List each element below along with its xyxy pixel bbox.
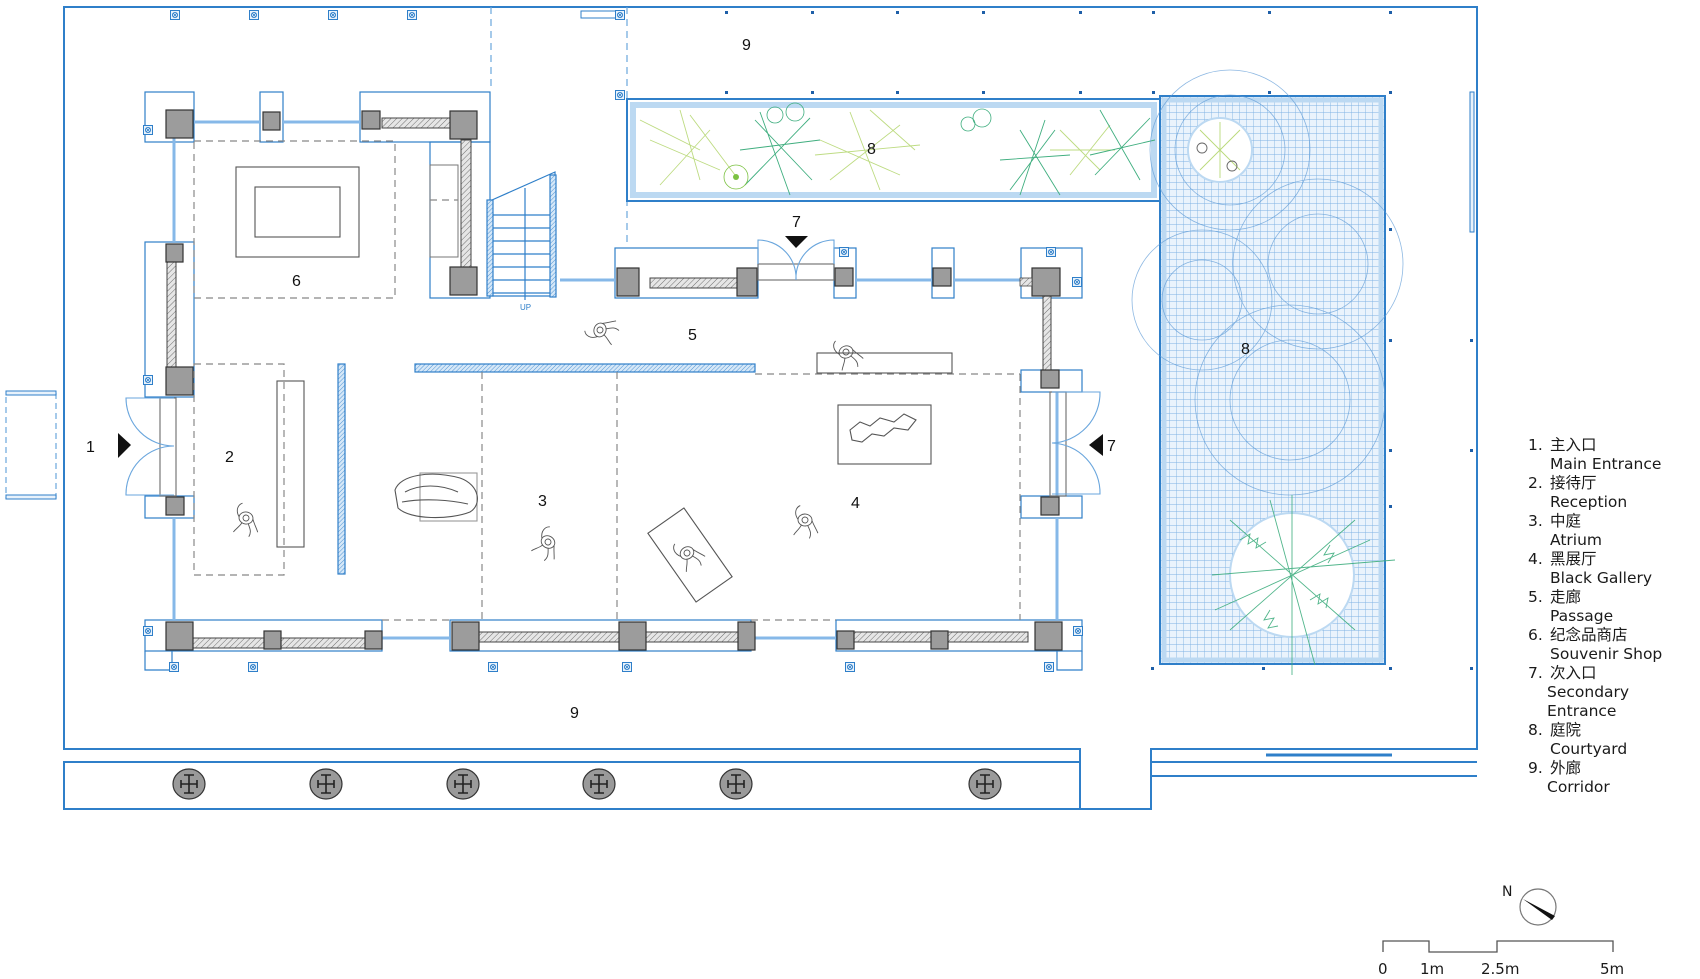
entry-window bbox=[5, 390, 57, 500]
label-corridor-bottom: 9 bbox=[570, 705, 579, 722]
north-arrow bbox=[1519, 888, 1557, 926]
legend-zh: 庭院 bbox=[1550, 721, 1582, 739]
legend-item: 8. 庭院 Courtyard bbox=[1528, 721, 1700, 759]
glass-walls bbox=[172, 120, 1059, 640]
label-passage: 5 bbox=[688, 327, 697, 344]
legend-item: 4. 黑展厅 Black Gallery bbox=[1528, 550, 1700, 588]
legend-number: 4. bbox=[1528, 550, 1543, 568]
legend-number: 7. bbox=[1528, 664, 1543, 682]
label-black-gallery: 4 bbox=[851, 495, 860, 512]
label-planter: 8 bbox=[867, 141, 876, 158]
room-labels: 1 2 3 4 5 6 7 7 8 8 9 9 bbox=[86, 37, 1250, 722]
label-secondary-entrance-top: 7 bbox=[792, 214, 801, 231]
partition-wall-long bbox=[414, 363, 756, 373]
legend-en: Souvenir Shop bbox=[1550, 645, 1663, 663]
legend-zh: 外廊 bbox=[1550, 759, 1582, 777]
legend-number: 1. bbox=[1528, 436, 1543, 454]
planter-bed bbox=[626, 98, 1161, 202]
label-secondary-entrance-right: 7 bbox=[1107, 438, 1116, 455]
legend-en: Courtyard bbox=[1550, 740, 1628, 758]
legend-en: Atrium bbox=[1550, 531, 1603, 549]
top-markers bbox=[170, 10, 625, 100]
legend-number: 9. bbox=[1528, 759, 1543, 777]
label-courtyard: 8 bbox=[1241, 341, 1250, 358]
legend-zh: 中庭 bbox=[1550, 512, 1582, 530]
label-reception: 2 bbox=[225, 449, 234, 466]
label-main-entrance: 1 bbox=[86, 439, 95, 456]
secondary-entrance-door-top bbox=[757, 239, 835, 281]
scale-tick-1m: 1m bbox=[1420, 960, 1445, 978]
legend-item: 1. 主入口 Main Entrance bbox=[1528, 436, 1700, 474]
legend: 1. 主入口 Main Entrance 2. 接待厅 Reception 3. 中庭… bbox=[1528, 436, 1700, 797]
scale-bar bbox=[1382, 940, 1614, 953]
scale-tick-0: 0 bbox=[1378, 960, 1388, 978]
legend-zh: 纪念品商店 bbox=[1550, 626, 1628, 644]
label-atrium: 3 bbox=[538, 493, 547, 510]
outer-frame bbox=[63, 6, 1478, 810]
stair-up-label: UP bbox=[520, 303, 531, 312]
legend-item: 3. 中庭 Atrium bbox=[1528, 512, 1700, 550]
legend-item: 2. 接待厅 Reception bbox=[1528, 474, 1700, 512]
courtyard-paving bbox=[1131, 69, 1404, 675]
secondary-entrance-door-right bbox=[1049, 391, 1101, 497]
label-souvenir-shop: 6 bbox=[292, 273, 301, 290]
people-figures bbox=[232, 311, 866, 575]
legend-item: 5. 走廊 Passage bbox=[1528, 588, 1700, 626]
entrance-arrow-7-top bbox=[785, 236, 808, 248]
grid-dots bbox=[725, 11, 1473, 670]
legend-zh: 接待厅 bbox=[1550, 474, 1597, 492]
legend-zh: 走廊 bbox=[1550, 588, 1582, 606]
legend-en: Passage bbox=[1550, 607, 1614, 625]
legend-en: Main Entrance bbox=[1550, 455, 1662, 473]
furniture bbox=[235, 166, 953, 603]
legend-number: 2. bbox=[1528, 474, 1543, 492]
scale-tick-5m: 5m bbox=[1600, 960, 1625, 978]
north-label: N bbox=[1502, 884, 1513, 900]
entrance-arrow-1 bbox=[118, 433, 131, 458]
legend-number: 6. bbox=[1528, 626, 1543, 644]
main-entrance-door bbox=[125, 397, 177, 497]
scale-tick-2-5m: 2.5m bbox=[1481, 960, 1520, 978]
room-boundaries bbox=[193, 140, 1021, 621]
label-corridor-top: 9 bbox=[742, 37, 751, 54]
legend-number: 3. bbox=[1528, 512, 1543, 530]
legend-en: Secondary Entrance bbox=[1547, 683, 1630, 720]
corridor-piers bbox=[172, 768, 1002, 800]
dashed-guides bbox=[490, 7, 628, 247]
legend-en: Black Gallery bbox=[1550, 569, 1653, 587]
legend-en: Reception bbox=[1550, 493, 1628, 511]
legend-item: 7. 次入口 Secondary Entrance bbox=[1528, 664, 1700, 721]
legend-number: 8. bbox=[1528, 721, 1543, 739]
legend-item: 9. 外廊 Corridor bbox=[1528, 759, 1700, 797]
staircase bbox=[486, 171, 557, 300]
legend-item: 6. 纪念品商店 Souvenir Shop bbox=[1528, 626, 1700, 664]
columns bbox=[165, 109, 1063, 651]
legend-zh: 次入口 bbox=[1550, 664, 1597, 682]
legend-zh: 主入口 bbox=[1550, 436, 1597, 454]
legend-number: 5. bbox=[1528, 588, 1543, 606]
entrance-arrow-7-right bbox=[1089, 434, 1103, 456]
legend-en: Corridor bbox=[1547, 778, 1610, 796]
legend-zh: 黑展厅 bbox=[1550, 550, 1597, 568]
partition-wall-short bbox=[337, 363, 346, 575]
